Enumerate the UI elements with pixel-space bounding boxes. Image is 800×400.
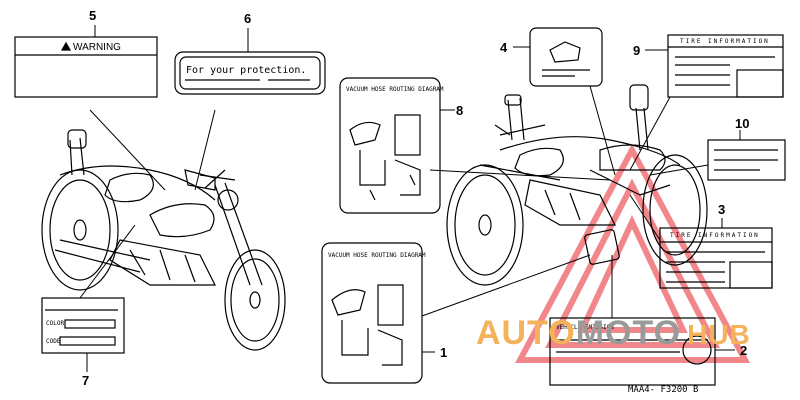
label-color-code: [41, 297, 125, 354]
part-code: MAA4- F3200 B: [628, 385, 699, 395]
leader-lines: [79, 25, 741, 372]
callout-2: 2: [740, 343, 748, 358]
warning-text: WARNING: [73, 42, 121, 53]
label-vacuum-hose-8: [339, 77, 441, 214]
callout-8: 8: [456, 103, 464, 118]
label-warning: [14, 36, 158, 98]
label-vehicle-emission: [549, 317, 716, 386]
label-4: [529, 27, 603, 87]
callout-4: 4: [500, 40, 508, 55]
watermark-auto: AUTO: [476, 314, 576, 352]
callout-5: 5: [89, 8, 97, 23]
callout-7: 7: [82, 373, 90, 388]
protection-text: For your protection.: [186, 65, 307, 76]
callout-3: 3: [718, 202, 726, 217]
motorcycle-right: [446, 84, 708, 286]
watermark-moto: MOTO: [575, 314, 682, 352]
label-tire-info-3: [659, 227, 773, 289]
callout-9: 9: [633, 43, 641, 58]
label-protection: [174, 51, 326, 95]
label-tire-info-9: [667, 34, 784, 98]
motorcycle-left: [41, 129, 286, 351]
tire-info-text-9: TIRE INFORMATION: [680, 38, 770, 45]
vehicle-emission-text: VEHICLE EMISSION: [556, 324, 614, 331]
code-text: CODE: [46, 338, 61, 345]
vacuum-hose-text-8: VACUUM HOSE ROUTING DIAGRAM: [346, 86, 444, 93]
label-vacuum-hose-1: [321, 242, 423, 384]
label-10: [707, 139, 786, 181]
tire-info-text-3: TIRE INFORMATION: [670, 232, 760, 239]
callout-10: 10: [735, 116, 750, 131]
vacuum-hose-text-1: VACUUM HOSE ROUTING DIAGRAM: [328, 252, 426, 259]
callout-6: 6: [244, 11, 252, 26]
watermark-hub: HUB: [687, 319, 751, 350]
color-text: COLOR: [46, 320, 65, 327]
label-small-sticker: [584, 229, 620, 265]
callout-1: 1: [440, 345, 448, 360]
